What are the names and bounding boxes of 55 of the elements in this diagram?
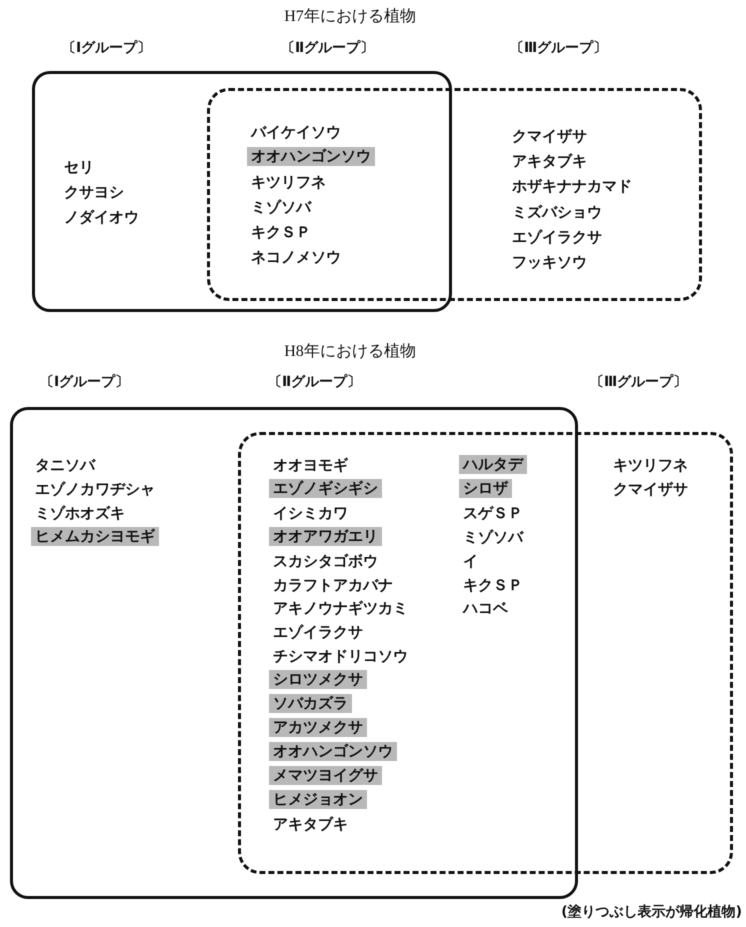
plant-name: アキノウナギツカミ (273, 599, 408, 618)
plant-name: アキタブキ (512, 152, 587, 170)
plant-name: クマイザサ (613, 480, 688, 498)
plant-name: ノダイオウ (64, 208, 139, 226)
plant-name: キクＳＰ (463, 576, 523, 594)
plant-name: アキタブキ (273, 814, 348, 832)
plant-name: バイケイソウ (251, 123, 341, 141)
diagram-subtitle: H7年における植物 (283, 8, 417, 26)
highlighted-plant-name: オオハンゴンソウ (247, 147, 375, 166)
plant-name: ミゾホオズキ (35, 504, 125, 522)
highlighted-plant-name: ヒメムカシヨモギ (31, 526, 159, 546)
highlighted-plant-name: エゾノギシギシ (269, 478, 382, 498)
highlighted-plant-name: オオアワガエリ (269, 526, 382, 546)
plant-name: ミゾソバ (251, 198, 311, 216)
plant-name: タニソバ (35, 456, 95, 474)
plant-name: キクＳＰ (251, 223, 311, 241)
group-heading: 〔Ⅲグループ〕 (590, 373, 688, 391)
solid-group-outline (32, 71, 452, 312)
plant-name: ネコノメソウ (251, 248, 341, 266)
plant-name: ホザキナナカマド (512, 177, 632, 196)
plant-name: スカシタゴボウ (273, 552, 378, 570)
plant-name: ミズバショウ (512, 202, 602, 221)
solid-group-outline (10, 407, 578, 899)
plant-name: エゾイラクサ (512, 228, 602, 246)
plant-name: チシマオドリコソウ (273, 647, 408, 666)
highlighted-plant-name: アカツメクサ (269, 718, 367, 737)
plant-name: オオヨモギ (273, 456, 348, 474)
group-heading: 〔Ⅰグループ〕 (62, 39, 152, 57)
plant-name: イ (463, 552, 478, 570)
plant-name: ミゾソバ (463, 528, 523, 546)
highlighted-plant-name: オオハンゴンソウ (269, 742, 397, 761)
plant-name: キツリフネ (251, 173, 326, 191)
group-heading: 〔Ⅱグループ〕 (268, 373, 362, 391)
plant-name: クサヨシ (64, 183, 124, 201)
highlighted-plant-name: ハルタデ (459, 455, 527, 474)
plant-name: ハコベ (463, 599, 508, 618)
group-heading: 〔Ⅱグループ〕 (281, 39, 374, 57)
diagram-subtitle: H8年における植物 (283, 343, 417, 361)
plant-name: イシミカワ (273, 504, 348, 522)
plant-name: セリ (64, 158, 94, 176)
highlighted-plant-name: ソバカズラ (269, 694, 352, 713)
plant-name: キツリフネ (613, 456, 688, 474)
plant-name: エゾイラクサ (273, 623, 363, 642)
note-text: (塗りつぶし表示が帰化植物) (561, 903, 742, 921)
plant-name: エゾノカワヂシャ (35, 480, 155, 498)
group-heading: 〔Ⅰグループ〕 (40, 373, 130, 391)
group-heading: 〔Ⅲグループ〕 (510, 39, 608, 57)
plant-name: フッキソウ (512, 253, 587, 271)
highlighted-plant-name: ヒメジョオン (269, 790, 367, 809)
highlighted-plant-name: メマツヨイグサ (269, 766, 382, 785)
highlighted-plant-name: シロザ (459, 478, 512, 498)
highlighted-plant-name: シロツメクサ (269, 670, 367, 690)
plant-name: スゲＳＰ (463, 504, 523, 522)
plant-name: カラフトアカバナ (273, 576, 393, 594)
plant-name: クマイザサ (512, 127, 587, 145)
